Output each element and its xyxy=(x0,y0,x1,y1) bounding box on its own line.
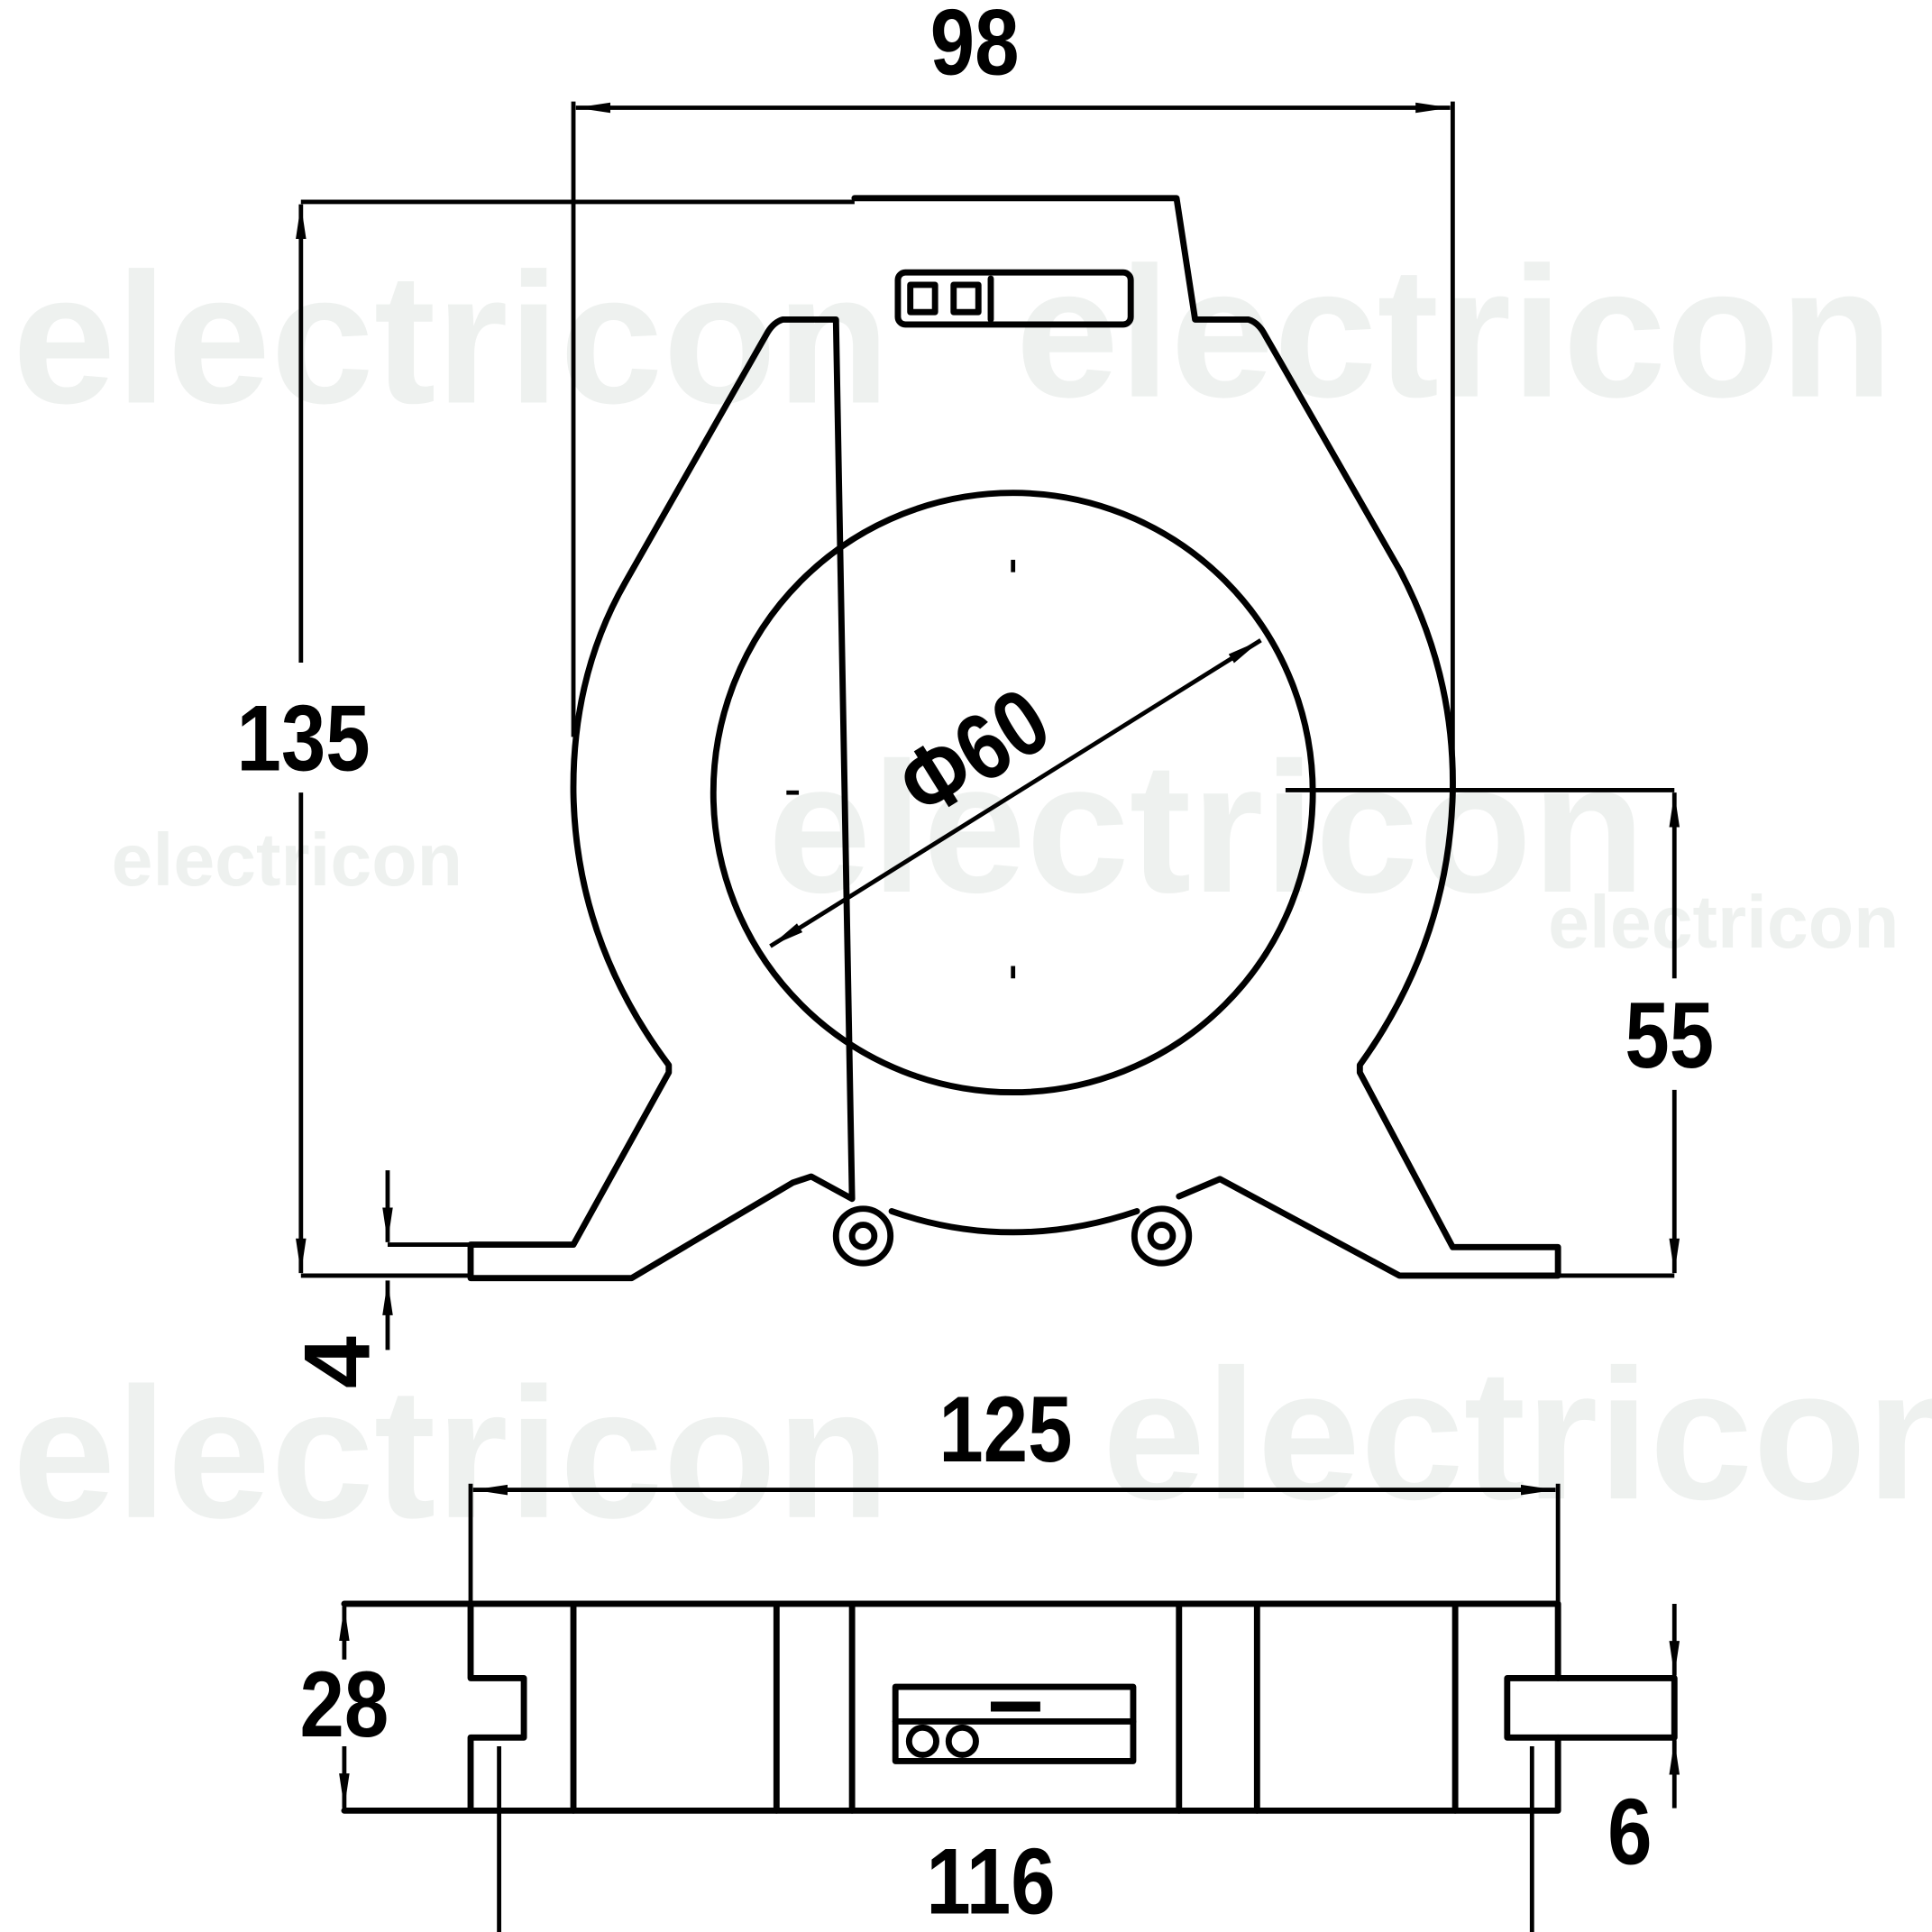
label-plate xyxy=(894,269,1134,328)
dimension-98: 98 xyxy=(930,0,1020,95)
top-view: 98 135 4 Φ60 55 xyxy=(237,0,1715,1388)
mounting-hole-left xyxy=(832,1205,894,1267)
svg-text:electricon: electricon xyxy=(1548,881,1899,964)
svg-text:electricon: electricon xyxy=(13,1349,890,1557)
dimension-28: 28 xyxy=(300,1651,389,1756)
center-aperture xyxy=(710,490,1316,1096)
dimension-116: 116 xyxy=(926,1828,1055,1932)
mounting-hole-right xyxy=(1131,1205,1193,1267)
svg-text:electricon: electricon xyxy=(13,233,890,442)
dimension-6: 6 xyxy=(1607,1779,1652,1884)
dimension-4: 4 xyxy=(284,1336,389,1388)
dimension-125: 125 xyxy=(939,1376,1072,1481)
svg-text:electricon: electricon xyxy=(112,819,462,902)
side-view: 125 28 116 6 xyxy=(300,1376,1680,1932)
dimension-line-diameter xyxy=(769,638,1262,948)
svg-text:electricon: electricon xyxy=(1103,1330,1932,1538)
dimension-55: 55 xyxy=(1625,982,1714,1087)
side-outline xyxy=(341,1600,1561,1814)
dimension-135: 135 xyxy=(237,685,371,791)
